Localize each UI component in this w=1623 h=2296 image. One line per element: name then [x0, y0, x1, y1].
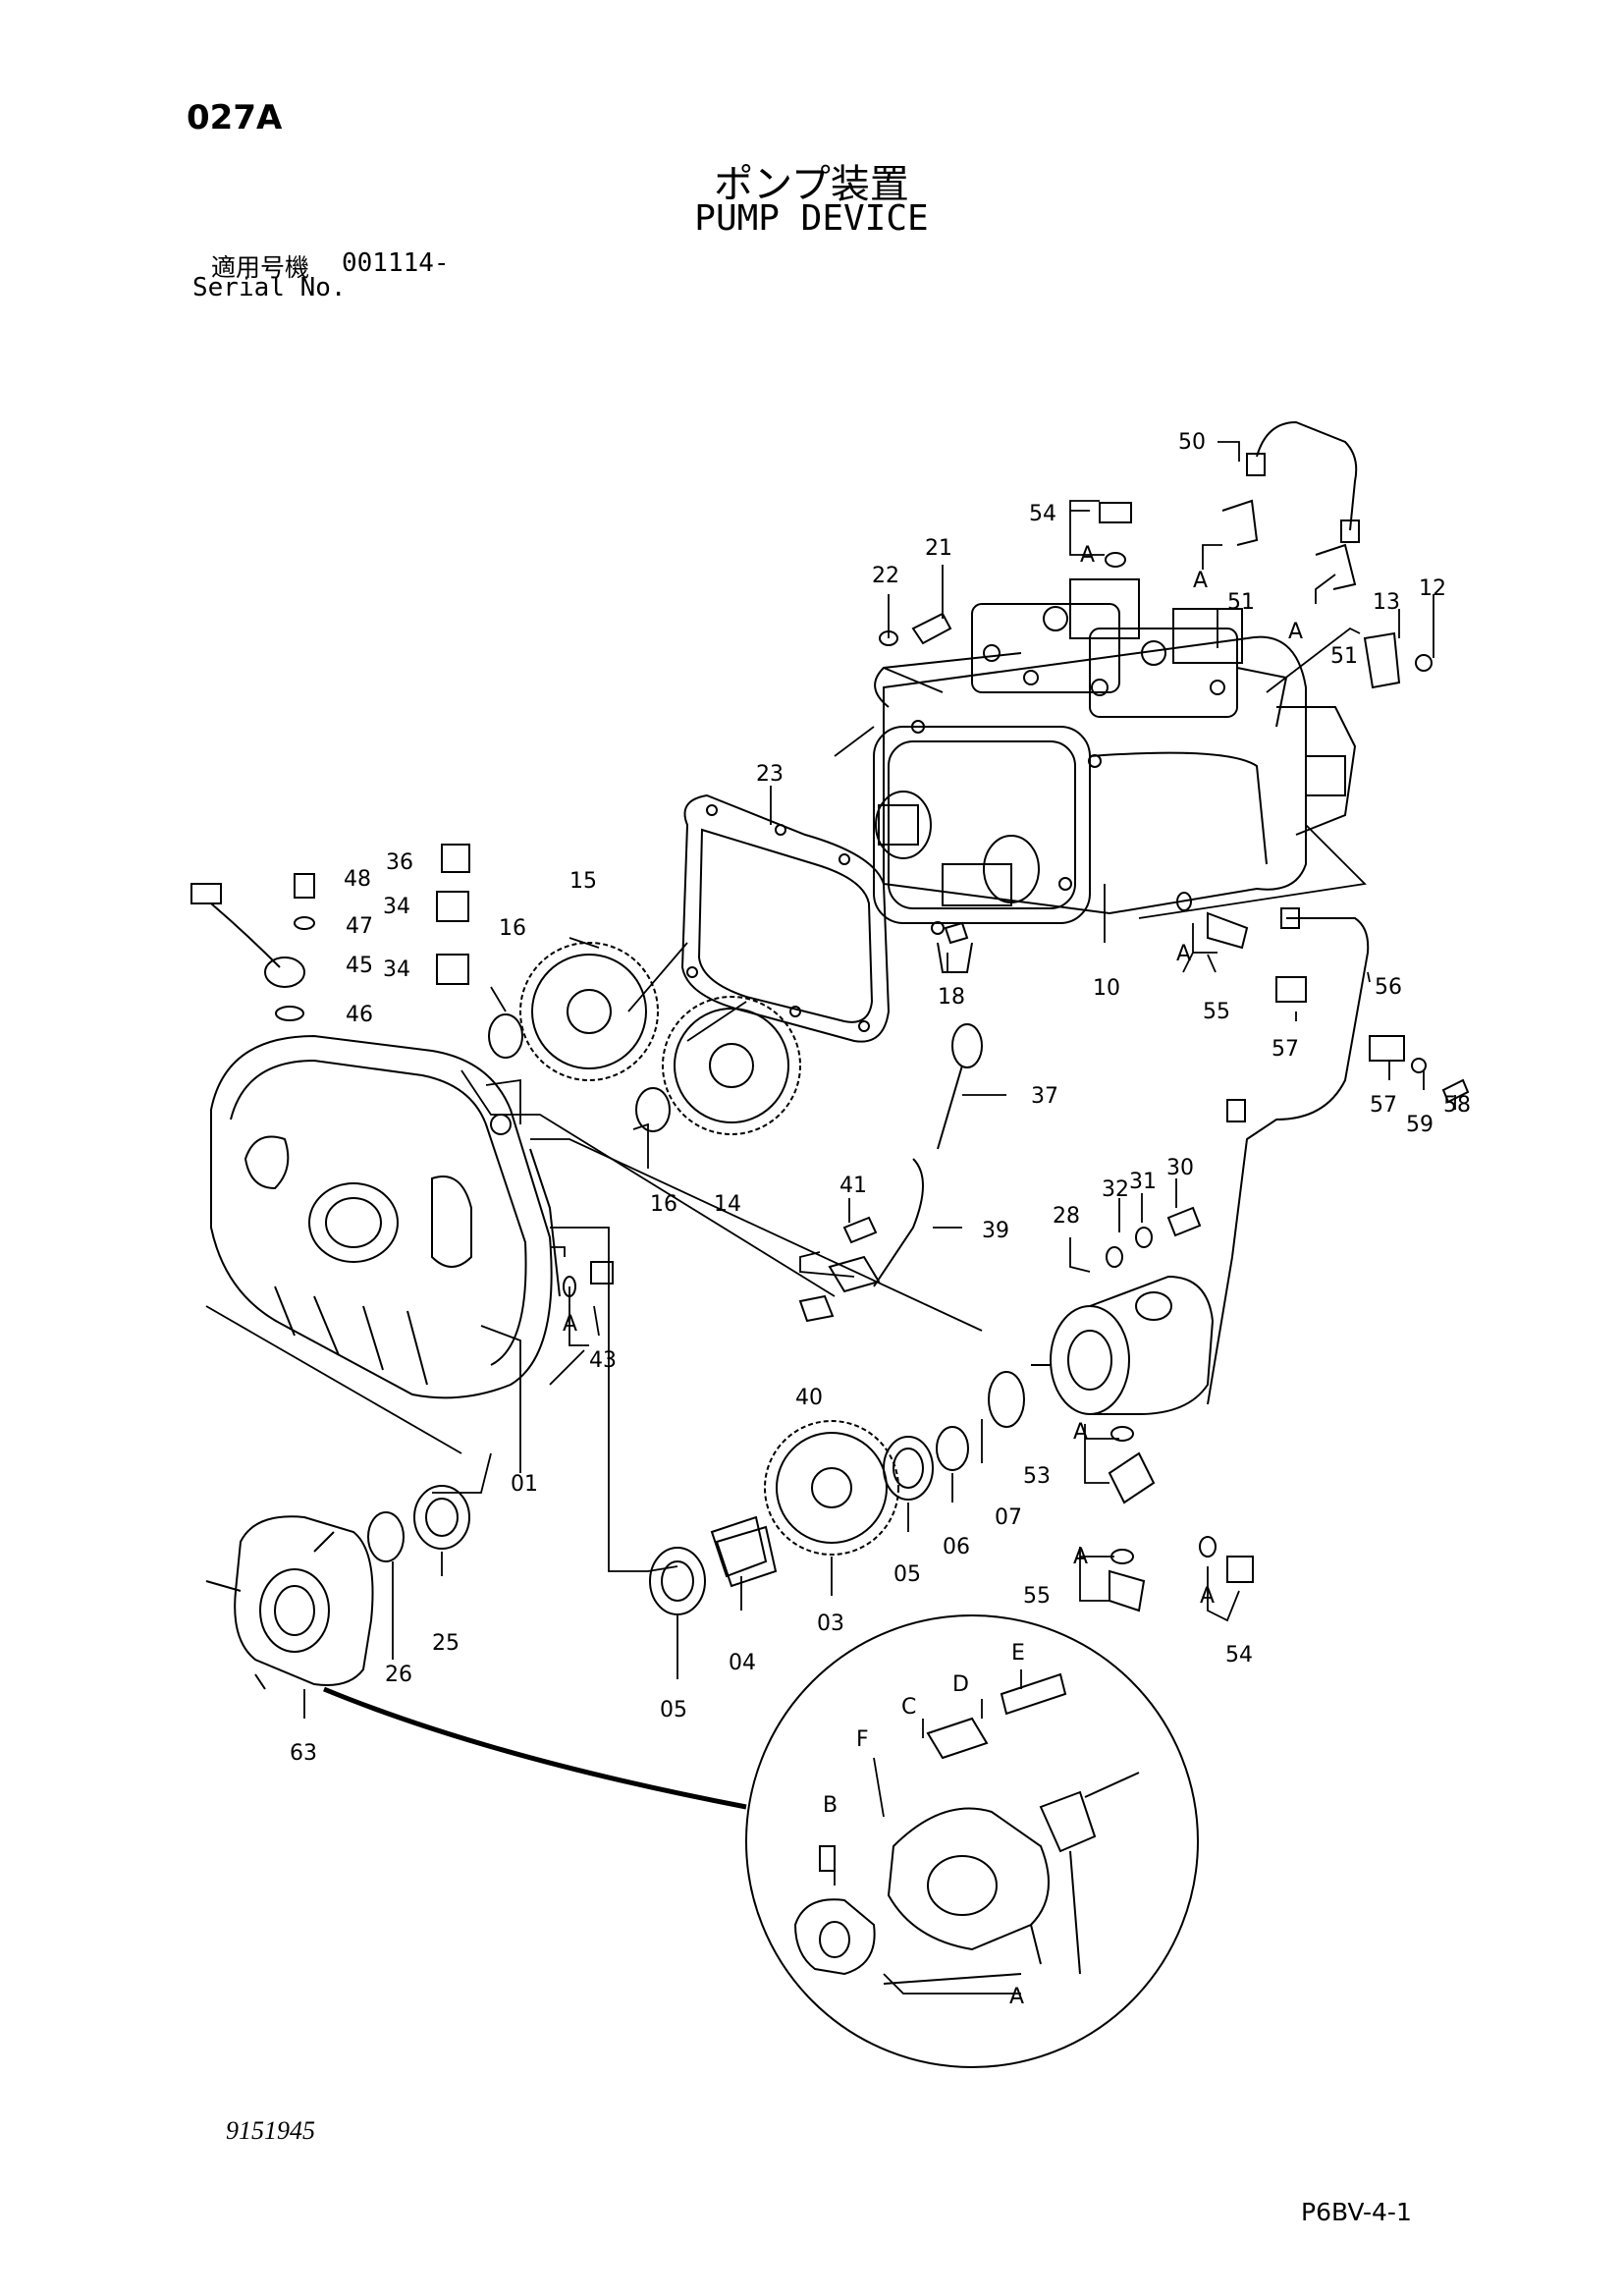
sheet-reference: P6BV-4-1 [1301, 2198, 1412, 2226]
callout-A-2: A [1193, 569, 1208, 593]
callout-57-a: 57 [1271, 1037, 1299, 1062]
page-title-japanese: ポンプ装置 [714, 162, 909, 207]
callout-56: 56 [1375, 975, 1402, 1000]
callout-01: 01 [511, 1472, 538, 1497]
callout-41: 41 [839, 1174, 867, 1198]
callout-A-3: A [1288, 620, 1303, 644]
callout-47: 47 [346, 914, 373, 939]
serial-label-english: Serial No. [192, 273, 347, 302]
callout-22: 22 [872, 564, 899, 588]
callout-53: 53 [1023, 1464, 1051, 1489]
callout-55-a: 55 [1203, 1000, 1230, 1024]
callout-25: 25 [432, 1631, 460, 1656]
detail-label-A: A [1009, 1985, 1024, 2009]
gear-15-drawing [519, 942, 659, 1081]
callout-A-7: A [1073, 1545, 1088, 1569]
callout-30: 30 [1166, 1156, 1194, 1180]
callout-12: 12 [1419, 576, 1446, 601]
snap-rings-drawing [367, 1013, 1025, 1562]
callout-03: 03 [817, 1612, 844, 1636]
callout-59: 59 [1406, 1113, 1434, 1137]
page-title-english: PUMP DEVICE [694, 198, 929, 239]
callout-57-b: 57 [1370, 1093, 1397, 1118]
callout-06: 06 [943, 1535, 970, 1559]
callout-10: 10 [1093, 976, 1120, 1001]
detail-label-C: C [901, 1695, 916, 1720]
callout-04: 04 [729, 1651, 756, 1675]
callout-34-a: 34 [383, 895, 410, 919]
main-pump-body-drawing [873, 578, 1357, 973]
detail-label-E: E [1011, 1641, 1025, 1666]
detail-label-D: D [952, 1672, 969, 1697]
callout-45: 45 [346, 954, 373, 978]
callout-05-b: 05 [660, 1698, 687, 1722]
gear-pump-drawing [1031, 1275, 1215, 1415]
callout-46: 46 [346, 1003, 373, 1027]
leader-lines [205, 441, 1456, 1995]
callout-28: 28 [1053, 1204, 1080, 1229]
callout-13: 13 [1373, 590, 1400, 615]
detail-connector [323, 1686, 747, 1810]
callout-A-4: A [1176, 942, 1191, 966]
gear-03-drawing [764, 1420, 899, 1556]
callout-55-b: 55 [1023, 1584, 1051, 1609]
callout-39: 39 [982, 1219, 1009, 1243]
callout-15: 15 [569, 869, 597, 894]
callout-51-b: 51 [1330, 644, 1358, 669]
gasket-drawing [680, 793, 891, 1043]
callout-32: 32 [1102, 1177, 1129, 1202]
coupling-detail-view [745, 1614, 1199, 2068]
housing-drawing [210, 1034, 561, 1399]
callout-54-top: 54 [1029, 502, 1056, 526]
callout-23: 23 [756, 762, 784, 787]
callout-50: 50 [1178, 430, 1206, 455]
callout-58: 58 [1443, 1093, 1471, 1118]
callout-16-a: 16 [499, 916, 526, 941]
callout-07: 07 [995, 1505, 1022, 1530]
callout-05-a: 05 [893, 1562, 921, 1587]
bearings-drawing [413, 1436, 934, 1615]
callout-37: 37 [1031, 1084, 1058, 1109]
callout-21: 21 [925, 536, 952, 561]
callout-18: 18 [938, 985, 965, 1010]
callout-labels: 50 54 21 22 A A A 51 51 13 12 23 36 48 3… [290, 430, 1471, 2009]
page-code: 027A [187, 98, 283, 137]
detail-label-F: F [856, 1727, 869, 1752]
serial-label-japanese: 適用号機 [211, 253, 310, 282]
callout-36: 36 [386, 850, 413, 875]
gear-14-drawing [662, 996, 801, 1135]
callout-48: 48 [344, 867, 371, 892]
callout-A-6: A [1073, 1420, 1088, 1445]
callout-16-b: 16 [650, 1192, 677, 1217]
callout-54-bottom: 54 [1225, 1643, 1253, 1667]
callout-63: 63 [290, 1741, 317, 1766]
callout-14: 14 [714, 1192, 741, 1217]
callout-51-a: 51 [1227, 590, 1255, 615]
serial-number-value: 001114- [342, 248, 450, 278]
callout-40: 40 [795, 1386, 823, 1410]
callout-43: 43 [589, 1348, 617, 1373]
callout-A-8: A [1200, 1584, 1215, 1609]
callout-26: 26 [385, 1663, 412, 1687]
detail-label-B: B [823, 1793, 838, 1818]
callout-A-1: A [1080, 543, 1095, 568]
drawing-number: 9151945 [226, 2116, 315, 2145]
coupling-63-drawing [205, 1515, 374, 1690]
misc-small-parts-drawing [190, 420, 1470, 1613]
callout-A-5: A [563, 1312, 577, 1337]
callout-31: 31 [1129, 1170, 1157, 1194]
callout-34-b: 34 [383, 957, 410, 982]
